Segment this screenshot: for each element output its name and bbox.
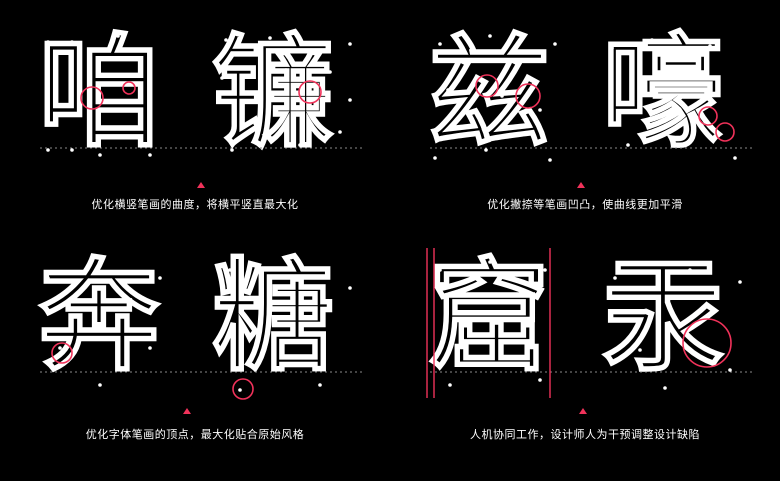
glyph-outline-right: 汞 (601, 246, 725, 388)
triangle-marker-icon (577, 182, 585, 188)
glyph-outline-left: 窟 (427, 246, 551, 388)
panel-stroke-smoothing: 兹 嚎 优化撇捺等笔画凹凸，使曲线更加平滑 (390, 0, 780, 240)
panel-caption: 优化字体笔画的顶点，最大化贴合原始风格 (85, 428, 305, 441)
glyph-outline-right: 糖 (211, 246, 335, 388)
panel-caption: 优化横竖笔画的曲度，将横平竖直最大化 (91, 198, 299, 211)
glyph-outline-left: 奔 (37, 246, 161, 388)
panel-caption: 优化撇捺等笔画凹凸，使曲线更加平滑 (487, 198, 683, 211)
glyph-outline-right: 嚎 (601, 22, 725, 164)
panel-curve-optimization: 咱 镰 优化横竖笔画的曲度，将横平竖直最大化 (0, 0, 390, 240)
panel-vertex-optimization: 奔 糖 优化字体笔画的顶点，最大化贴合原始风格 (0, 240, 390, 480)
triangle-marker-icon (183, 408, 191, 414)
triangle-marker-icon (579, 408, 587, 414)
glyph-outline-left: 咱 (37, 22, 161, 164)
panel-human-machine-collaboration: 窟 汞 人机协同工作，设计师人为干预调整设计缺陷 (390, 240, 780, 480)
glyph-outline-left: 兹 (427, 22, 551, 164)
glyph-outline-right: 镰 (211, 22, 335, 164)
triangle-marker-icon (197, 182, 205, 188)
panel-caption: 人机协同工作，设计师人为干预调整设计缺陷 (470, 428, 700, 441)
